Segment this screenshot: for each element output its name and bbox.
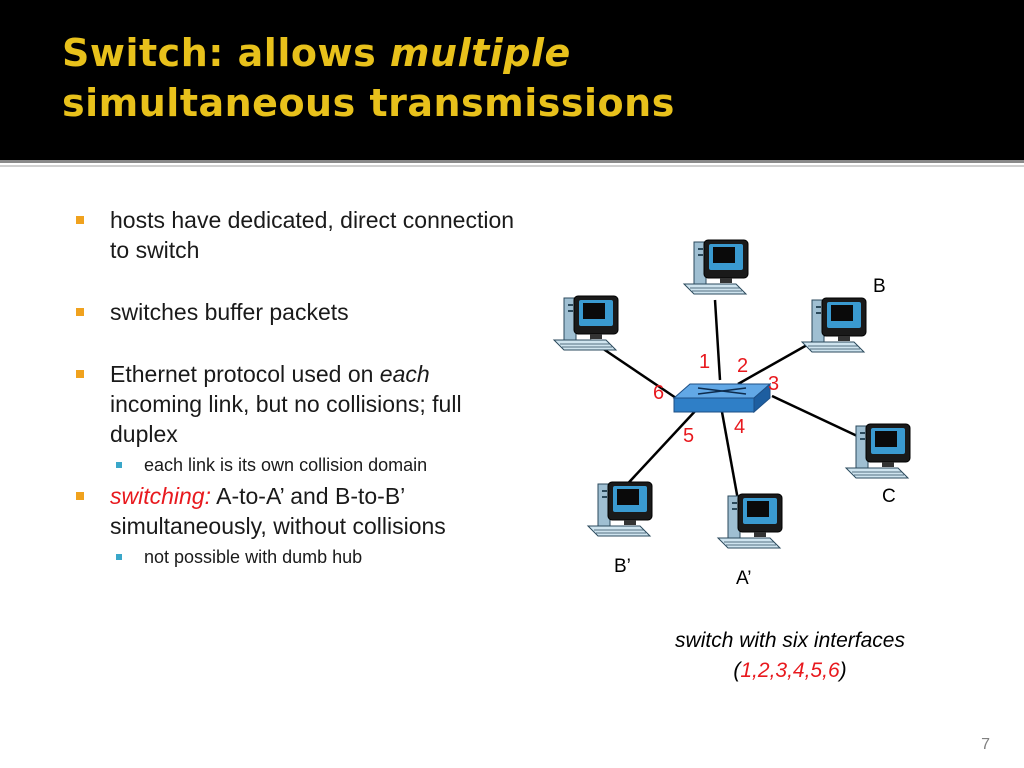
sub-bullet-collision-domain: each link is its own collision domain [76, 453, 516, 477]
bullet-text: hosts have dedicated, direct connection … [110, 207, 515, 263]
bullet-marker [76, 308, 84, 316]
switch-icon [672, 382, 772, 414]
switch-diagram: B C B’ A’ 1 2 3 4 5 6 [540, 220, 940, 600]
host-label-c: C [882, 486, 896, 507]
link-1 [713, 299, 722, 381]
host-label-b: B [873, 276, 886, 297]
host-c-computer-icon [845, 423, 911, 479]
interface-label-4: 4 [734, 416, 746, 438]
bullet-text: incoming link, but no collisions; full d… [110, 391, 462, 447]
bullet-marker [76, 216, 84, 224]
bullet-list: hosts have dedicated, direct connection … [76, 205, 516, 569]
bullet-text: A-to-A’ and B-to-B’ simultaneously, with… [110, 483, 446, 539]
interface-label-6: 6 [653, 382, 665, 404]
interface-label-2: 2 [737, 355, 749, 377]
caption-paren-open: ( [733, 659, 741, 682]
title-divider [0, 160, 1024, 163]
sub-bullet-dumb-hub: not possible with dumb hub [76, 545, 516, 569]
host-b-prime-computer-icon [587, 481, 653, 537]
host-a-prime-computer-icon [717, 493, 783, 549]
caption-paren-close: ) [839, 659, 847, 682]
title-bar: Switch: allows multiple simultaneous tra… [0, 0, 1024, 160]
interface-label-1: 1 [699, 351, 711, 373]
bullet-ethernet-protocol: Ethernet protocol used on each incoming … [76, 359, 516, 449]
link-4 [720, 411, 740, 501]
slide-title: Switch: allows multiple simultaneous tra… [62, 28, 675, 128]
title-line2: simultaneous transmissions [62, 81, 675, 125]
title-line1-prefix: Switch: allows [62, 31, 390, 75]
bullet-switching: switching: A-to-A’ and B-to-B’ simultane… [76, 481, 516, 541]
bullet-emphasis: each [379, 361, 430, 387]
bullet-emphasis: switching: [110, 483, 211, 509]
sub-bullet-marker [116, 554, 122, 560]
sub-bullet-text: not possible with dumb hub [144, 547, 363, 567]
title-divider-light [0, 165, 1024, 167]
link-3 [771, 394, 871, 444]
caption-line2: (1,2,3,4,5,6) [600, 656, 980, 686]
interface-label-3: 3 [768, 373, 780, 395]
link-5 [619, 407, 699, 493]
bullet-text: switches buffer packets [110, 299, 349, 325]
title-line1-emphasis: multiple [389, 31, 571, 75]
bullet-marker [76, 492, 84, 500]
host-top-computer-icon [683, 239, 749, 295]
page-number: 7 [981, 736, 990, 753]
interface-label-5: 5 [683, 425, 695, 447]
sub-bullet-marker [116, 462, 122, 468]
host-label-a-prime: A’ [736, 568, 752, 589]
host-label-b-prime: B’ [614, 556, 631, 577]
bullet-dedicated-connection: hosts have dedicated, direct connection … [76, 205, 516, 265]
diagram-caption: switch with six interfaces (1,2,3,4,5,6) [600, 626, 980, 686]
network-topology [553, 239, 911, 549]
bullet-text: Ethernet protocol used on [110, 361, 380, 387]
caption-line1: switch with six interfaces [675, 629, 905, 652]
host-left-computer-icon [553, 295, 619, 351]
bullet-marker [76, 370, 84, 378]
caption-interface-numbers: 1,2,3,4,5,6 [740, 659, 840, 682]
bullet-buffer-packets: switches buffer packets [76, 297, 516, 327]
host-b-computer-icon [801, 297, 867, 353]
sub-bullet-text: each link is its own collision domain [144, 455, 428, 475]
